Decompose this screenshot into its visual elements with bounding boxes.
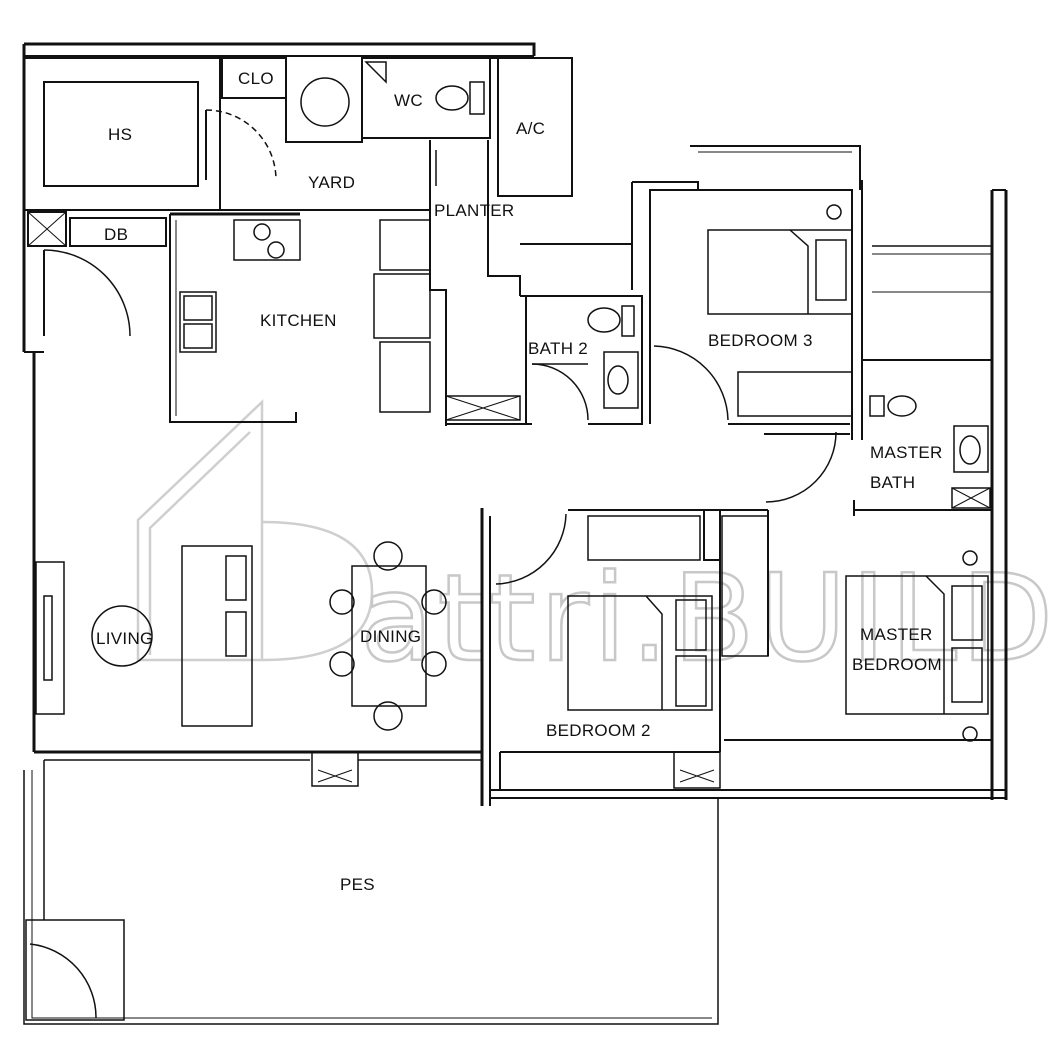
- label-db: DB: [104, 225, 128, 244]
- label-living: LIVING: [96, 629, 154, 648]
- label-pes: PES: [340, 875, 375, 894]
- label-hs: HS: [108, 125, 132, 144]
- label-kitchen: KITCHEN: [260, 311, 337, 330]
- label-yard: YARD: [308, 173, 355, 192]
- fixtures: [27, 61, 991, 789]
- label-bedroom-2: BEDROOM 2: [546, 721, 651, 740]
- label-master-bath-line2: BATH: [870, 473, 915, 492]
- doors: [25, 109, 837, 1021]
- label-planter: PLANTER: [434, 201, 515, 220]
- watermark-logo: [136, 399, 374, 662]
- label-master-bedroom-line2: BEDROOM: [852, 655, 942, 674]
- label-bedroom-3: BEDROOM 3: [708, 331, 813, 350]
- label-wc: WC: [394, 91, 423, 110]
- label-master-bedroom-line1: MASTER: [860, 625, 933, 644]
- label-bath-2: BATH 2: [528, 339, 588, 358]
- label-clo: CLO: [238, 69, 274, 88]
- label-master-bath-line1: MASTER: [870, 443, 943, 462]
- walls: [22, 42, 1008, 1025]
- label-ac: A/C: [516, 119, 545, 138]
- label-dining: DINING: [360, 627, 421, 646]
